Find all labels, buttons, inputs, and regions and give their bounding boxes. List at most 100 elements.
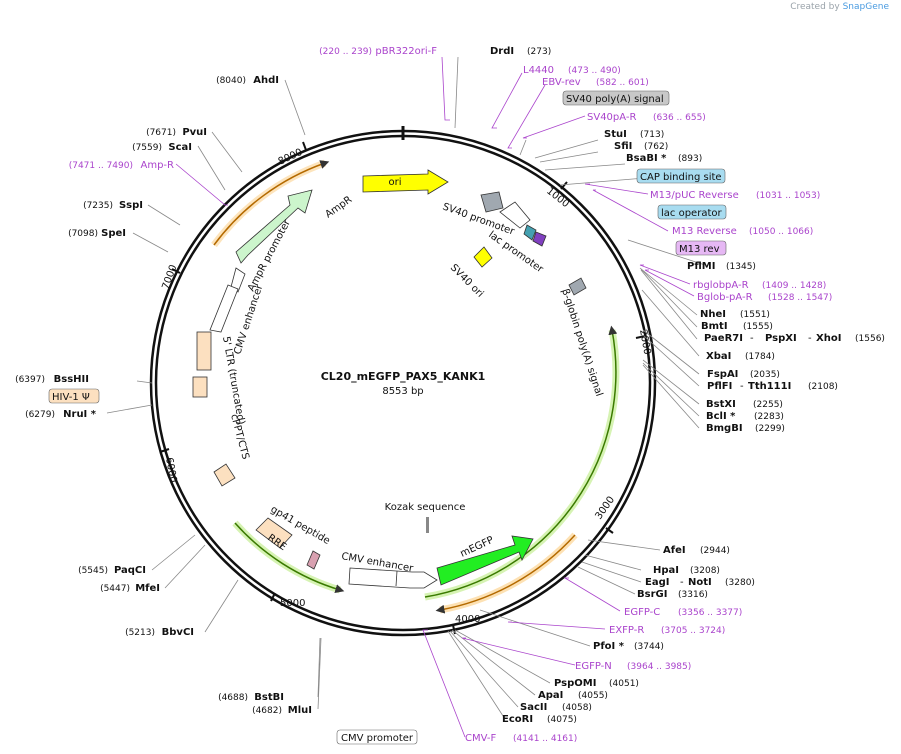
enzyme-bsrgi: BsrGI xyxy=(637,589,667,600)
tick-label-6000: 6000 xyxy=(163,457,178,484)
feature-rre xyxy=(255,517,293,549)
label-hiv1-psi: HIV-1 Ψ xyxy=(52,392,90,403)
primer-m13puc-reverse-range: (1031 .. 1053) xyxy=(756,191,820,201)
enzyme-fspai: FspAI xyxy=(707,369,738,380)
feature-sv40-promoter xyxy=(499,201,531,229)
svg-text:(1784): (1784) xyxy=(745,352,775,362)
svg-text:(7671): (7671) xyxy=(146,128,176,138)
feature-label-kozak: Kozak sequence xyxy=(385,502,466,513)
feature-sv40-ori xyxy=(473,246,493,268)
svg-text:(3208): (3208) xyxy=(690,566,720,576)
svg-text:(5447): (5447) xyxy=(100,584,130,594)
enzyme-noti: NotI xyxy=(688,577,712,588)
enzyme-mlui: MluI xyxy=(288,705,312,716)
enzyme-mfei: MfeI xyxy=(135,583,160,594)
enzyme-stui: StuI xyxy=(604,129,627,140)
tick-label-8000: 8000 xyxy=(277,147,305,168)
enzyme-pspomi: PspOMI xyxy=(554,678,596,689)
primer-sv40pa-r-range: (636 .. 655) xyxy=(653,113,706,123)
primer-ebv-rev: EBV-rev xyxy=(542,77,581,88)
primer-rbglobpa-r: rbglobpA-R xyxy=(693,280,749,291)
svg-text:-: - xyxy=(750,333,754,344)
enzyme-bsabi: BsaBI * xyxy=(626,153,667,164)
plasmid-length: 8553 bp xyxy=(382,386,423,397)
primer-amp-r: Amp-R xyxy=(141,160,175,171)
label-cap-binding-site: CAP binding site xyxy=(640,172,722,183)
svg-text:(3744): (3744) xyxy=(634,642,664,652)
svg-text:(762): (762) xyxy=(644,142,668,152)
feature-ampr-arrow xyxy=(235,189,313,264)
primer-leaders xyxy=(175,56,695,738)
svg-text:(8040): (8040) xyxy=(216,76,246,86)
primer-egfp-c-range: (3356 .. 3377) xyxy=(678,608,742,618)
primer-cmv-f-range: (4141 .. 4161) xyxy=(513,734,577,744)
svg-text:(5545): (5545) xyxy=(78,566,108,576)
svg-text:(4058): (4058) xyxy=(562,703,592,713)
feature-ampr-promoter xyxy=(230,267,246,293)
primer-sv40pa-r: SV40pA-R xyxy=(587,112,636,123)
primer-egfp-c: EGFP-C xyxy=(624,607,660,618)
primer-pbr322ori-f-range: (220 .. 239) xyxy=(319,47,372,57)
svg-text:(5213): (5213) xyxy=(125,628,155,638)
feature-ori-arrow xyxy=(362,169,449,195)
enzyme-bbvci: BbvCI xyxy=(162,627,194,638)
primer-m13-reverse-range: (1050 .. 1066) xyxy=(749,227,813,237)
feature-gp41 xyxy=(306,550,321,570)
feature-cppt xyxy=(213,463,236,487)
plasmid-name: CL20_mEGFP_PAX5_KANK1 xyxy=(321,370,486,383)
svg-text:(7235): (7235) xyxy=(83,201,113,211)
enzyme-labels-left: MluI (4682) BstBI (4688) BbvCI (5213) Mf… xyxy=(15,75,312,716)
svg-text:(2108): (2108) xyxy=(808,382,838,392)
boxed-labels: SV40 poly(A) signal CAP binding site lac… xyxy=(48,90,727,745)
svg-text:(1555): (1555) xyxy=(743,322,773,332)
snapgene-logo: SnapGene xyxy=(842,2,889,12)
primer-egfp-n-range: (3964 .. 3985) xyxy=(627,662,691,672)
enzyme-drdi: DrdI xyxy=(490,46,514,57)
enzyme-nrui: NruI * xyxy=(63,409,97,420)
enzyme-eagi: EagI xyxy=(645,577,669,588)
primer-rbglobpa-r-range: (1409 .. 1428) xyxy=(762,281,826,291)
enzyme-sspi: SspI xyxy=(119,200,143,211)
feature-label-ori: ori xyxy=(388,177,401,188)
feature-cmv-enhancer-2 xyxy=(348,567,438,589)
feature-lac-operator xyxy=(532,231,547,247)
svg-text:-: - xyxy=(808,333,812,344)
enzyme-scai: ScaI xyxy=(168,142,192,153)
label-m13-rev: M13 rev xyxy=(679,244,720,255)
enzyme-hpai: HpaI xyxy=(653,565,679,576)
primer-exfp-r: EXFP-R xyxy=(609,625,644,636)
svg-text:(3280): (3280) xyxy=(725,578,755,588)
feature-label-cppt: cPPT/CTS xyxy=(228,413,251,461)
svg-text:(2299): (2299) xyxy=(755,424,785,434)
enzyme-pspxi: PspXI xyxy=(765,333,797,344)
svg-text:(4055): (4055) xyxy=(578,691,608,701)
enzyme-ahdi: AhdI xyxy=(253,75,279,86)
svg-text:(7559): (7559) xyxy=(132,143,162,153)
enzyme-bstxi: BstXI xyxy=(706,399,736,410)
enzyme-paqci: PaqCI xyxy=(114,565,146,576)
enzyme-ecori: EcoRI xyxy=(502,714,533,725)
enzyme-paer7i: PaeR7I xyxy=(704,333,743,344)
feature-label-cmv-enhancer-1: CMV enhancer xyxy=(232,283,265,356)
feature-hiv1-psi-box xyxy=(192,376,208,398)
svg-text:(3316): (3316) xyxy=(678,590,708,600)
svg-text:(1556): (1556) xyxy=(855,334,885,344)
enzyme-sacii: SacII xyxy=(520,702,547,713)
primer-l4440: L4440 xyxy=(523,65,554,76)
svg-text:(4075): (4075) xyxy=(547,715,577,725)
svg-text:(1345): (1345) xyxy=(726,262,756,272)
enzyme-bcli: BclI * xyxy=(706,411,736,422)
label-sv40-polya: SV40 poly(A) signal xyxy=(566,94,664,105)
enzyme-pfoi: PfoI * xyxy=(593,641,625,652)
tick-label-2000: 2000 xyxy=(637,329,652,356)
enzyme-apai: ApaI xyxy=(538,690,563,701)
feature-kozak xyxy=(426,517,429,533)
feature-label-bglobin-pa: β-globin poly(A) signal xyxy=(559,288,604,398)
enzyme-xhoi: XhoI xyxy=(816,333,841,344)
primer-l4440-range: (473 .. 490) xyxy=(568,66,621,76)
primer-labels: pBR322ori-F (220 .. 239) L4440 (473 .. 4… xyxy=(69,46,833,744)
svg-text:(4688): (4688) xyxy=(218,693,248,703)
primer-bglob-pa-r: Bglob-pA-R xyxy=(697,292,753,303)
primer-exfp-r-range: (3705 .. 3724) xyxy=(661,626,725,636)
primer-arcs xyxy=(211,159,620,614)
